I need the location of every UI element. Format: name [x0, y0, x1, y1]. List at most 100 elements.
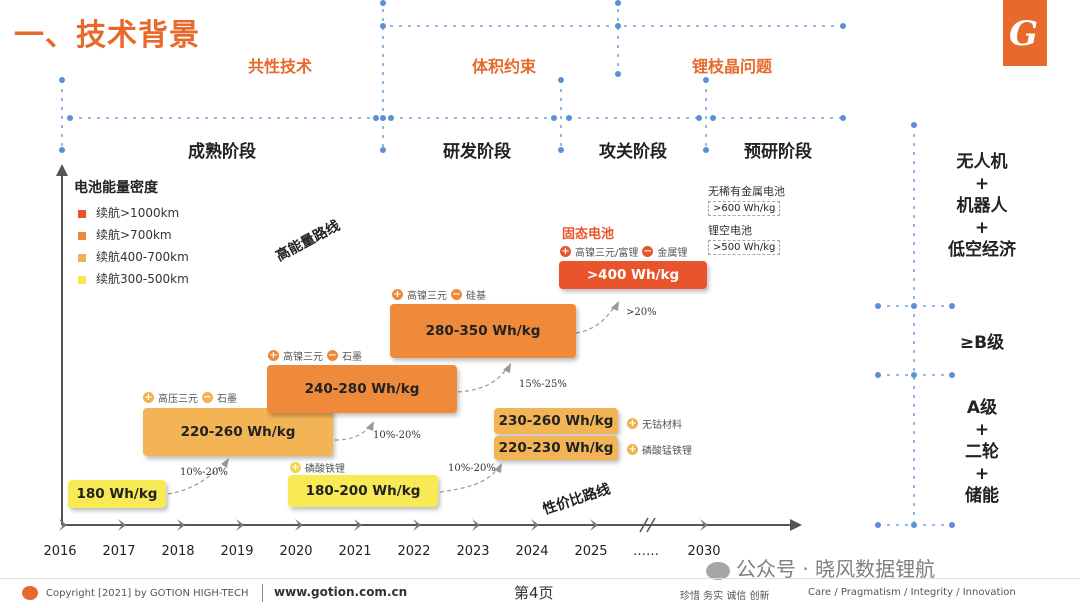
app-top-line: 机器人 — [956, 196, 1008, 216]
stage-mature: 成熟阶段 — [188, 142, 256, 162]
tag-230-260: + 无钴材料 — [627, 416, 682, 431]
tag-plus-text: 无钴材料 — [642, 420, 682, 431]
footer-logo-icon — [22, 586, 38, 600]
footer-copyright: Copyright [2021] by GOTION HIGH-TECH — [22, 586, 248, 600]
footer-values-cn: 珍惜 务实 诚信 创新 — [680, 591, 770, 602]
stage-pre-research: 预研阶段 — [744, 142, 812, 162]
app-bottom-line: + — [974, 420, 990, 440]
tag-minus-text: 石墨 — [217, 394, 237, 405]
minus-icon: − — [327, 350, 338, 361]
app-bottom-line: 二轮 — [965, 442, 999, 462]
plus-icon: + — [268, 350, 279, 361]
app-bottom-line: + — [974, 464, 990, 484]
year-label: 2022 — [397, 544, 431, 559]
legend-label: 续航300-500km — [96, 272, 189, 286]
box-220-260: 220-260 Wh/kg — [143, 408, 333, 456]
legend-swatch — [78, 209, 86, 218]
app-top-line: 无人机 — [956, 152, 1008, 172]
legend-label: 续航>700km — [96, 228, 172, 242]
note-rare-metal: 无稀有金属电池 — [708, 185, 785, 198]
watermark: 公众号 · 晓风数据锂航 — [706, 553, 935, 582]
tag-400: + 高镍三元/富锂 −金属锂 — [560, 244, 687, 259]
legend-swatch — [78, 275, 86, 284]
year-label: 2018 — [161, 544, 195, 559]
app-top-line: + — [974, 174, 990, 194]
year-label: 2030 — [687, 544, 721, 559]
minus-icon: − — [202, 392, 213, 403]
year-label: 2020 — [279, 544, 313, 559]
pct-label: 15%-25% — [519, 379, 567, 390]
note-li-air: 锂空电池 — [708, 224, 752, 237]
tag-minus-text: 金属锂 — [657, 248, 688, 259]
box-230-260: 230-260 Wh/kg — [494, 408, 618, 434]
watermark-text: 公众号 · 晓风数据锂航 — [736, 557, 936, 581]
legend-label: 续航400-700km — [96, 250, 189, 264]
legend-title: 电池能量密度 — [74, 180, 158, 196]
box-240-280: 240-280 Wh/kg — [267, 365, 457, 413]
legend-item: 续航>1000km — [78, 205, 189, 221]
stage-research: 研发阶段 — [443, 142, 511, 162]
legend: 续航>1000km 续航>700km 续航400-700km 续航300-500… — [78, 205, 189, 287]
tag-minus-text: 硅基 — [466, 291, 486, 302]
plus-icon: + — [560, 246, 571, 257]
year-label: 2019 — [220, 544, 254, 559]
footer-divider — [0, 578, 1080, 579]
box-180-200: 180-200 Wh/kg — [288, 475, 438, 507]
wechat-icon — [706, 561, 730, 580]
footer-values-en: Care / Pragmatism / Integrity / Innovati… — [808, 587, 1016, 598]
box-220-230: 220-230 Wh/kg — [494, 436, 618, 460]
application-top: 无人机 + 机器人 + 低空经济 — [922, 151, 1042, 261]
year-label: 2024 — [515, 544, 549, 559]
year-label: 2017 — [102, 544, 136, 559]
box-180: 180 Wh/kg — [68, 480, 166, 508]
tag-plus-text: 高镍三元 — [407, 291, 447, 302]
year-label: 2025 — [574, 544, 608, 559]
legend-item: 续航>700km — [78, 227, 189, 243]
legend-label: 续航>1000km — [96, 206, 180, 220]
app-top-line: 低空经济 — [948, 240, 1016, 260]
solid-state-label: 固态电池 — [562, 227, 615, 242]
header-dendrite-issue: 锂枝晶问题 — [691, 57, 772, 76]
tag-plus-text: 高镍三元 — [283, 352, 323, 363]
application-middle: ≥B级 — [959, 333, 1005, 353]
page-number: 第4页 — [514, 584, 554, 602]
legend-item: 续航300-500km — [78, 271, 189, 287]
box-280-350: 280-350 Wh/kg — [390, 304, 576, 358]
pct-label: 10%-20% — [373, 430, 421, 441]
app-top-line: + — [974, 218, 990, 238]
tag-plus-text: 高镍三元/富锂 — [575, 248, 639, 259]
plus-icon: + — [392, 289, 403, 300]
pct-label: 10%-20% — [180, 467, 228, 478]
header-volume-constraint: 体积约束 — [471, 57, 536, 76]
stage-tackle: 攻关阶段 — [599, 142, 667, 162]
note-rare-metal-value: >600 Wh/kg — [708, 201, 781, 216]
footer-sep — [262, 584, 263, 602]
minus-icon: − — [642, 246, 654, 257]
box-400: >400 Wh/kg — [559, 261, 707, 289]
plus-icon: + — [627, 418, 638, 429]
plus-icon: + — [290, 462, 301, 473]
pct-label: 10%-20% — [448, 463, 496, 474]
tag-240: + 高镍三元 −石墨 — [268, 348, 362, 363]
legend-item: 续航400-700km — [78, 249, 189, 265]
plus-icon: + — [627, 444, 638, 455]
header-common-tech: 共性技术 — [247, 57, 312, 76]
app-bottom-line: A级 — [966, 398, 998, 418]
page-title: 一、技术背景 — [14, 18, 200, 53]
plus-icon: + — [143, 392, 154, 403]
year-label: …… — [633, 544, 659, 559]
tag-minus-text: 石墨 — [342, 352, 362, 363]
year-label: 2023 — [456, 544, 490, 559]
legend-swatch — [78, 253, 86, 262]
minus-icon: − — [451, 289, 462, 300]
company-logo: G — [1003, 0, 1047, 66]
tag-220: +高压三元 −石墨 — [143, 390, 237, 405]
note-li-air-value: >500 Wh/kg — [708, 240, 781, 255]
footer-website[interactable]: www.gotion.com.cn — [274, 585, 408, 599]
year-label: 2016 — [43, 544, 77, 559]
tag-plus-text: 磷酸锰铁锂 — [642, 446, 692, 457]
legend-swatch — [78, 231, 86, 240]
copyright-text: Copyright [2021] by GOTION HIGH-TECH — [46, 587, 249, 599]
tag-280: + 高镍三元 −硅基 — [392, 287, 486, 302]
